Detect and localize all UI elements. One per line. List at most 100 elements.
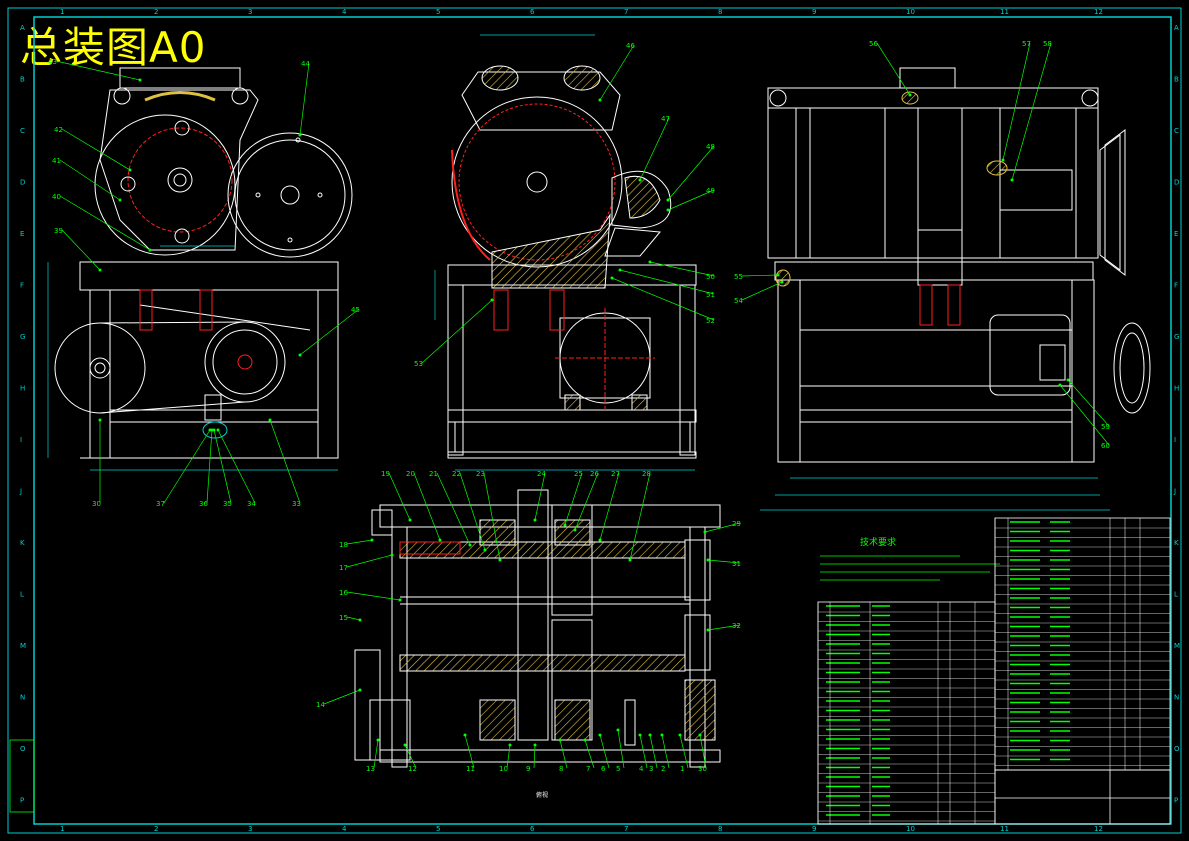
callout-number: 49 xyxy=(706,187,715,195)
callout-number: 41 xyxy=(52,157,61,165)
callout-number: 16 xyxy=(339,589,348,597)
callout-dot xyxy=(706,558,710,562)
frame-col-number: 12 xyxy=(1094,825,1103,833)
callout-dot xyxy=(598,733,602,737)
callout-dot xyxy=(780,280,784,284)
callout-number: 48 xyxy=(706,143,715,151)
frame-row-letter: N xyxy=(1174,694,1179,702)
callout-leader xyxy=(617,729,625,769)
frame-row-letter: P xyxy=(20,797,24,805)
frame-row-letter: I xyxy=(20,436,22,444)
frame-col-number: 4 xyxy=(342,825,347,833)
frame-col-number: 2 xyxy=(154,8,158,16)
callout-dot xyxy=(128,168,132,172)
top-view xyxy=(354,489,721,768)
callout-dot xyxy=(610,276,614,280)
frame-col-number: 6 xyxy=(530,825,535,833)
callout-number: 17 xyxy=(339,564,348,572)
frame-row-letter: E xyxy=(20,230,24,238)
callout-number: 22 xyxy=(452,470,461,478)
frame-row-letter: A xyxy=(1174,24,1179,32)
callout-number: 7 xyxy=(586,765,590,773)
callout-dot xyxy=(616,728,620,732)
callout-leader xyxy=(1011,42,1052,181)
view-caption: 俯视 xyxy=(536,791,548,799)
callout-leader xyxy=(163,429,211,504)
callout-leader xyxy=(55,60,141,81)
callout-dot xyxy=(598,538,602,542)
callout-leader xyxy=(483,472,501,561)
callout-number: 19 xyxy=(381,470,390,478)
callout-leader xyxy=(533,744,536,769)
callout-dot xyxy=(490,298,494,302)
callout-leader xyxy=(61,229,101,271)
callout-number: 10 xyxy=(499,765,508,773)
callout-dot xyxy=(533,518,537,522)
callout-number: 15 xyxy=(339,614,348,622)
callout-number: 5 xyxy=(616,765,620,773)
callout-leader xyxy=(639,734,648,769)
callout-number: 43 xyxy=(48,58,57,66)
callout-number: 53 xyxy=(414,360,423,368)
callout-number: 25 xyxy=(574,470,583,478)
callout-leader xyxy=(459,472,486,551)
frame-col-number: 1 xyxy=(60,8,64,16)
callout-dot xyxy=(370,538,374,542)
frame-row-letter: F xyxy=(1174,282,1178,290)
front-view xyxy=(47,67,353,471)
callout-number: 32 xyxy=(732,622,741,630)
frame-row-letter: L xyxy=(20,591,24,599)
callout-dot xyxy=(558,738,562,742)
frame-col-number: 1 xyxy=(60,825,64,833)
callout-leader xyxy=(649,261,715,277)
callout-dot xyxy=(118,198,122,202)
frame-row-letter: K xyxy=(1174,539,1179,547)
frame-col-number: 4 xyxy=(342,8,347,16)
frame-col-number: 7 xyxy=(624,8,628,16)
callout-dot xyxy=(463,733,467,737)
callout-number: 12 xyxy=(408,765,417,773)
callout-dot xyxy=(583,738,587,742)
frame-col-number: 5 xyxy=(436,825,440,833)
callout-dot xyxy=(660,733,664,737)
callout-number: 30 xyxy=(698,765,707,773)
callout-dot xyxy=(638,733,642,737)
callout-leader xyxy=(741,281,783,301)
frame-row-letter: K xyxy=(20,539,25,547)
callout-leader xyxy=(1002,42,1031,161)
drawing-frame xyxy=(7,7,1182,834)
callout-number: 45 xyxy=(351,306,360,314)
callout-leader xyxy=(346,591,401,601)
frame-row-letter: C xyxy=(20,127,25,135)
callout-number: 52 xyxy=(706,317,715,325)
callout-dot xyxy=(508,743,512,747)
callout-number: 2 xyxy=(661,765,665,773)
callout-leader xyxy=(704,522,741,533)
callout-dot xyxy=(706,628,710,632)
callout-dot xyxy=(678,733,682,737)
callout-leader xyxy=(346,539,373,545)
callout-leader xyxy=(611,277,715,321)
callout-dot xyxy=(1010,178,1014,182)
callout-number: 4 xyxy=(639,765,644,773)
callout-leader xyxy=(269,419,301,504)
frame-col-number: 11 xyxy=(1000,8,1009,16)
frame-row-letter: G xyxy=(20,333,25,341)
callout-leader xyxy=(584,739,595,769)
callout-leader xyxy=(506,744,511,769)
callout-leader xyxy=(564,472,583,526)
callout-dot xyxy=(212,428,216,432)
callout-dot xyxy=(698,733,702,737)
frame-col-number: 5 xyxy=(436,8,440,16)
callout-leader xyxy=(707,559,741,564)
frame-col-number: 9 xyxy=(812,825,816,833)
callout-leader xyxy=(388,472,411,521)
frame-col-number: 10 xyxy=(906,8,915,16)
callout-dot xyxy=(563,523,567,527)
frame-col-number: 10 xyxy=(906,825,915,833)
callout-leader xyxy=(599,44,635,101)
callout-number: 26 xyxy=(590,470,599,478)
callout-dot xyxy=(468,543,472,547)
callout-leader xyxy=(534,472,546,521)
